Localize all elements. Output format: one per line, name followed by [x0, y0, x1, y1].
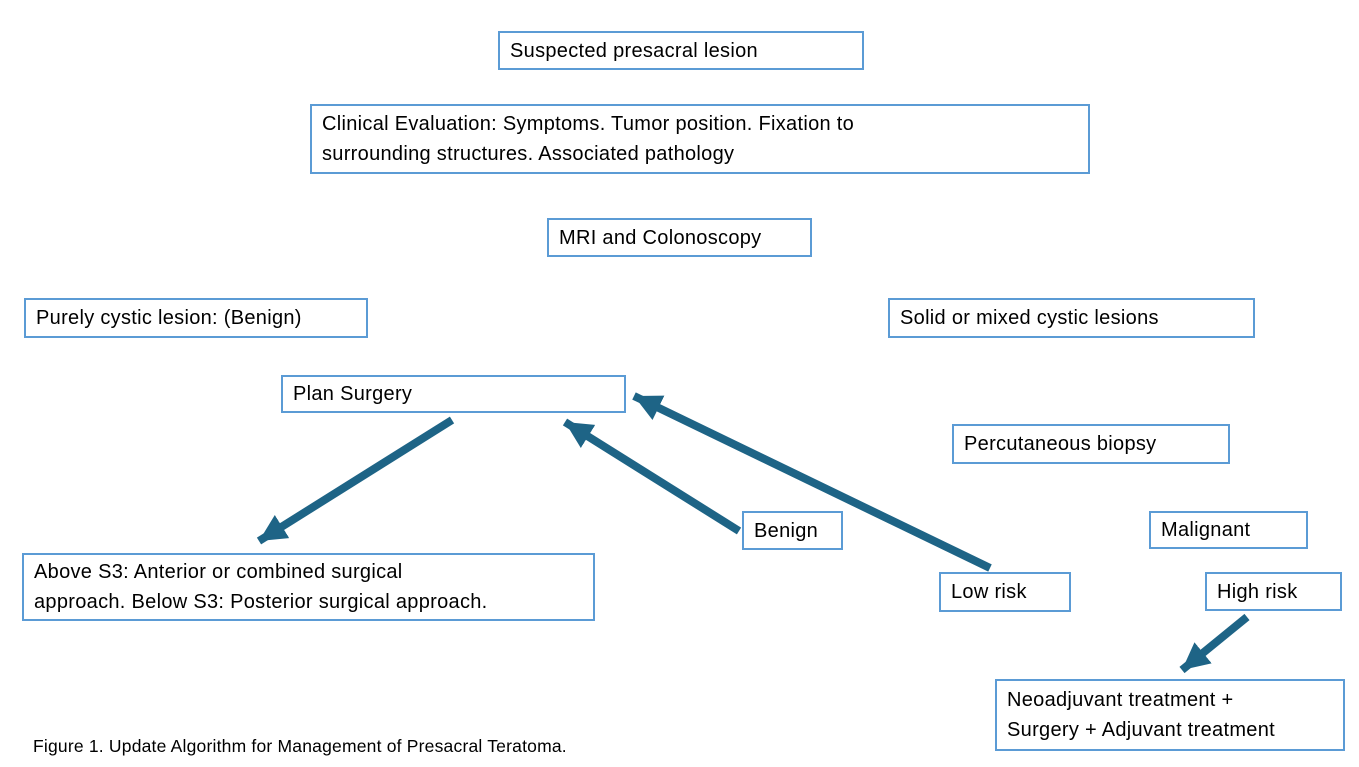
node-clinical-evaluation: Clinical Evaluation: Symptoms. Tumor pos…	[310, 104, 1090, 174]
node-clinical-evaluation-line-1: Clinical Evaluation: Symptoms. Tumor pos…	[322, 113, 855, 135]
arrow-high-risk-to-neoadjuvant-treatment	[1179, 613, 1250, 674]
node-suspected-presacral-lesion-label: Suspected presacral lesion	[510, 39, 758, 62]
node-suspected-presacral-lesion: Suspected presacral lesion	[498, 31, 864, 70]
node-percutaneous-biopsy-label: Percutaneous biopsy	[964, 433, 1157, 455]
arrow-plan-surgery-to-surgical-approach	[256, 416, 455, 545]
node-high-risk: High risk	[1205, 572, 1342, 611]
node-malignant-label: Malignant	[1161, 519, 1251, 541]
node-clinical-evaluation-line-2: surrounding structures. Associated patho…	[322, 143, 735, 165]
node-solid-or-mixed-cystic-lesions-label: Solid or mixed cystic lesions	[900, 307, 1159, 329]
node-neoadjuvant-treatment: Neoadjuvant treatment + Surgery + Adjuvan…	[995, 679, 1345, 751]
node-mri-and-colonoscopy-label: MRI and Colonoscopy	[559, 226, 762, 249]
node-neoadjuvant-treatment-line-1: Neoadjuvant treatment +	[1007, 689, 1234, 711]
node-purely-cystic-lesion: Purely cystic lesion: (Benign)	[24, 298, 368, 338]
node-malignant: Malignant	[1149, 511, 1308, 549]
node-plan-surgery: Plan Surgery	[281, 375, 626, 413]
node-low-risk-label: Low risk	[951, 581, 1027, 603]
node-solid-or-mixed-cystic-lesions: Solid or mixed cystic lesions	[888, 298, 1255, 338]
node-benign-label: Benign	[754, 519, 819, 542]
node-surgical-approach-line-1: Above S3: Anterior or combined surgical	[34, 561, 403, 583]
node-high-risk-label: High risk	[1217, 580, 1298, 603]
node-surgical-approach-line-2: approach. Below S3: Posterior surgical a…	[34, 591, 488, 613]
node-benign: Benign	[742, 511, 843, 550]
figure-caption: Figure 1. Update Algorithm for Managemen…	[33, 736, 567, 756]
arrow-benign-to-plan-surgery	[562, 418, 742, 535]
node-surgical-approach: Above S3: Anterior or combined surgical a…	[22, 553, 595, 621]
node-low-risk: Low risk	[939, 572, 1071, 612]
node-percutaneous-biopsy: Percutaneous biopsy	[952, 424, 1230, 464]
node-mri-and-colonoscopy: MRI and Colonoscopy	[547, 218, 812, 257]
node-neoadjuvant-treatment-line-2: Surgery + Adjuvant treatment	[1007, 719, 1275, 741]
node-plan-surgery-label: Plan Surgery	[293, 383, 413, 405]
node-purely-cystic-lesion-label: Purely cystic lesion: (Benign)	[36, 307, 302, 329]
